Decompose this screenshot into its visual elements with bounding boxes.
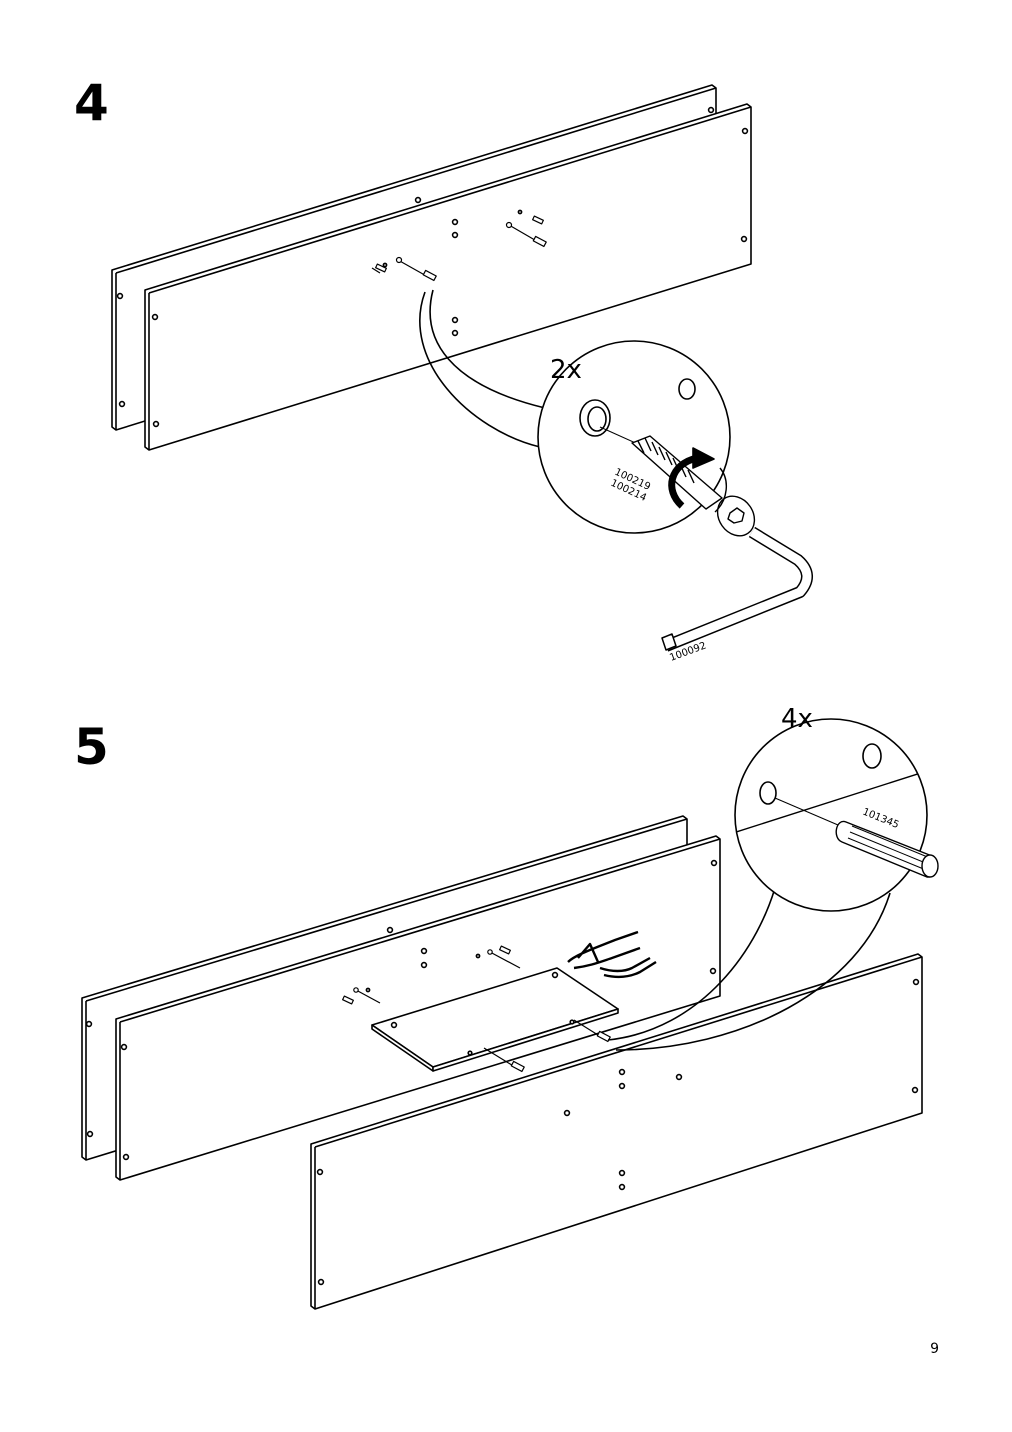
shelf-panel — [371, 967, 619, 1072]
panel-hardware — [371, 215, 547, 282]
step-5-number: 5 — [74, 718, 109, 776]
page-number: 9 — [930, 1341, 939, 1357]
front-panel — [144, 103, 752, 451]
detail-circle-step-5: 101345 4x — [734, 704, 939, 912]
rotation-arrow-icon — [668, 447, 727, 513]
step-5-drawing: 101345 4x — [81, 704, 939, 1310]
front-panel — [115, 835, 721, 1181]
quantity-2x: 2x — [550, 355, 582, 385]
quantity-4x: 4x — [781, 704, 813, 734]
foreground-panel — [310, 953, 923, 1310]
wooden-dowel-icon — [835, 820, 939, 878]
step-4-number: 4 — [74, 74, 109, 132]
callout-leader — [607, 876, 779, 1041]
allen-key-icon — [661, 526, 813, 652]
panel-hardware — [342, 945, 611, 1073]
step-4-drawing: 100219 100214 2x 100092 — [111, 84, 813, 664]
pointing-hand-icon — [567, 930, 657, 979]
callout-leader — [429, 289, 546, 409]
detail-circle-step-4: 100219 100214 2x — [537, 340, 756, 537]
